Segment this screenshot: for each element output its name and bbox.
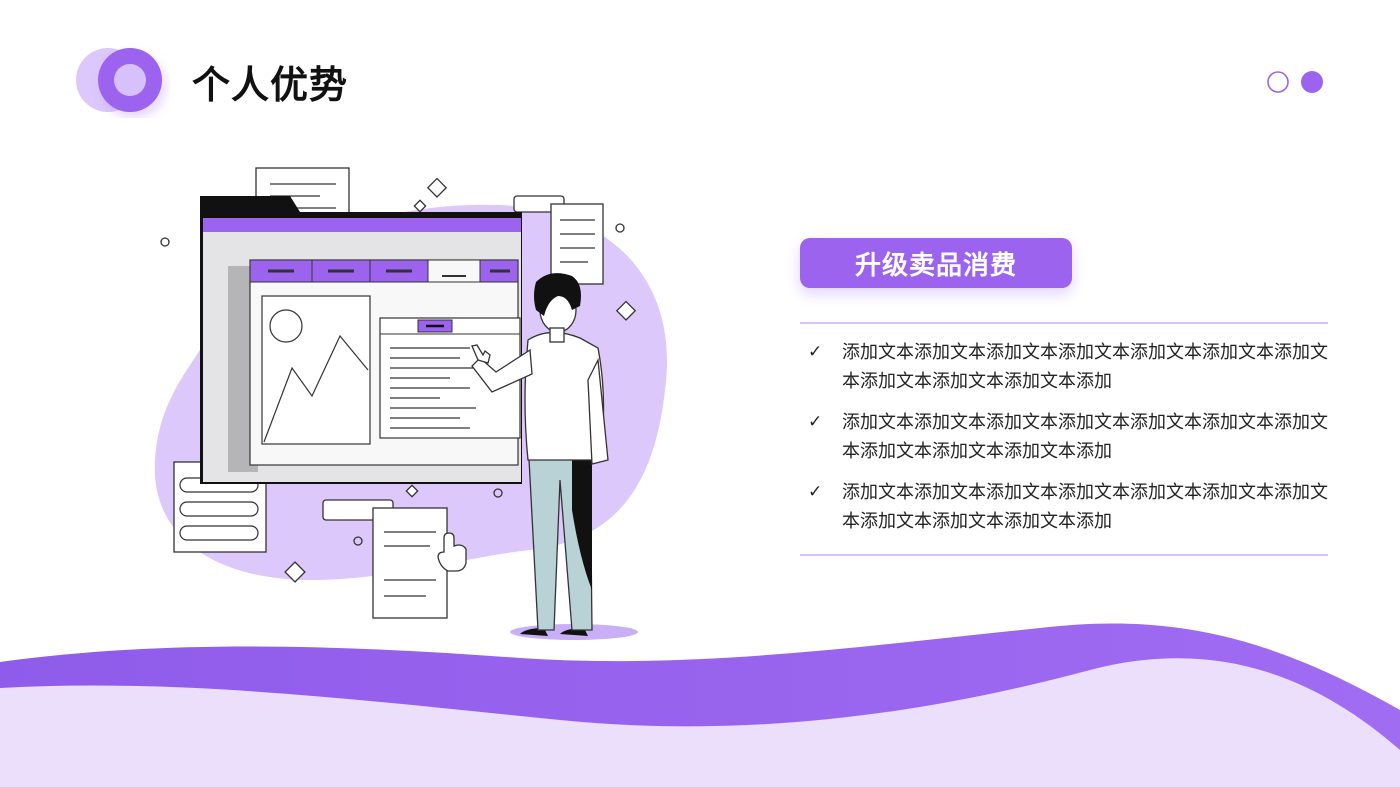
outline-dot-icon: [1267, 71, 1289, 93]
list-item: ✓ 添加文本添加文本添加文本添加文本添加文本添加文本添加文本添加文本添加文本添加…: [808, 408, 1328, 466]
checkmark-icon: ✓: [808, 482, 823, 502]
section-heading: 升级卖品消费: [800, 238, 1072, 288]
double-ring-icon: [76, 48, 162, 112]
checkmark-icon: ✓: [808, 412, 823, 432]
bullet-text: 添加文本添加文本添加文本添加文本添加文本添加文本添加文本添加文本添加文本添加文本…: [842, 342, 1328, 392]
wave-light: [0, 658, 1400, 787]
list-item: ✓ 添加文本添加文本添加文本添加文本添加文本添加文本添加文本添加文本添加文本添加…: [808, 478, 1328, 536]
bullet-list: ✓ 添加文本添加文本添加文本添加文本添加文本添加文本添加文本添加文本添加文本添加…: [808, 338, 1328, 548]
page-title: 个人优势: [192, 63, 349, 107]
man-pointing-at-dashboard-screen-icon: [154, 167, 668, 640]
list-item: ✓ 添加文本添加文本添加文本添加文本添加文本添加文本添加文本添加文本添加文本添加…: [808, 338, 1328, 396]
top-divider: [800, 322, 1328, 324]
filled-dot-icon: [1301, 71, 1323, 93]
pager-dots[interactable]: [1266, 70, 1328, 94]
bullet-text: 添加文本添加文本添加文本添加文本添加文本添加文本添加文本添加文本添加文本添加文本…: [842, 412, 1328, 462]
checkmark-icon: ✓: [808, 342, 823, 362]
bullet-text: 添加文本添加文本添加文本添加文本添加文本添加文本添加文本添加文本添加文本添加文本…: [842, 482, 1328, 532]
bottom-divider: [800, 554, 1328, 556]
wave-decoration: [0, 623, 1400, 787]
